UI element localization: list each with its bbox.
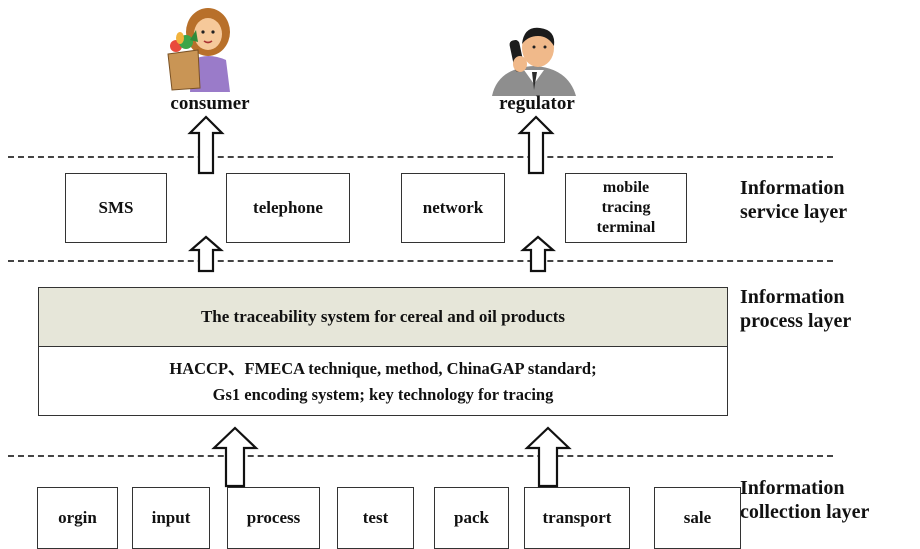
regulator-label: regulator — [499, 93, 575, 114]
collection-layer-line2: collection layer — [740, 501, 870, 523]
service-layer-line2: service layer — [740, 201, 848, 223]
process-layer-line2: process layer — [740, 310, 852, 332]
orgin-box: orgin — [37, 487, 118, 549]
separator-service-process — [8, 260, 833, 262]
separator-process-collection — [8, 455, 833, 457]
sale-box: sale — [654, 487, 741, 549]
test-label: test — [362, 507, 389, 527]
regulator-illustration — [492, 27, 576, 96]
traceability-system-box: The traceability system for cereal and o… — [38, 287, 728, 416]
service-layer-line1: Information — [740, 177, 845, 199]
mobile-line1: mobile — [602, 179, 650, 196]
service-layer-label: Information service layer — [740, 176, 847, 224]
traceability-system-body: HACCP、FMECA technique, method, ChinaGAP … — [39, 347, 727, 416]
collection-layer-line1: Information — [740, 477, 845, 499]
telephone-box: telephone — [226, 173, 350, 243]
system-encoding-line: Gs1 encoding system; key technology for … — [212, 384, 554, 404]
network-label: network — [422, 197, 484, 217]
process-layer-line1: Information — [740, 286, 845, 308]
pack-box: pack — [434, 487, 509, 549]
traceability-system-title: The traceability system for cereal and o… — [39, 288, 727, 347]
process-layer-label: Information process layer — [740, 285, 851, 333]
sms-box: SMS — [65, 173, 167, 243]
input-box: input — [132, 487, 210, 549]
up-arrow-icon — [517, 115, 555, 175]
sale-label: sale — [683, 507, 712, 527]
up-arrow-icon — [524, 426, 572, 488]
transport-box: transport — [524, 487, 630, 549]
telephone-label: telephone — [253, 197, 323, 217]
consumer-illustration — [167, 8, 230, 92]
sms-label: SMS — [98, 197, 134, 217]
test-box: test — [337, 487, 414, 549]
up-arrow-icon — [211, 426, 259, 488]
input-label: input — [151, 507, 191, 527]
process-box: process — [227, 487, 320, 549]
up-arrow-icon — [188, 235, 224, 273]
up-arrow-icon — [187, 115, 225, 175]
mobile-line2: tracing — [601, 199, 651, 216]
collection-layer-label: Information collection layer — [740, 476, 869, 524]
mobile-line3: terminal — [596, 219, 656, 236]
process-label: process — [246, 507, 301, 527]
orgin-label: orgin — [58, 507, 97, 527]
system-techniques-line: HACCP、FMECA technique, method, ChinaGAP … — [169, 358, 597, 378]
mobile-tracing-terminal-box: mobile tracing terminal — [565, 173, 687, 243]
transport-label: transport — [542, 507, 612, 527]
up-arrow-icon — [520, 235, 556, 273]
separator-top — [8, 156, 833, 158]
consumer-label: consumer — [170, 93, 250, 114]
network-box: network — [401, 173, 505, 243]
pack-label: pack — [454, 507, 489, 527]
